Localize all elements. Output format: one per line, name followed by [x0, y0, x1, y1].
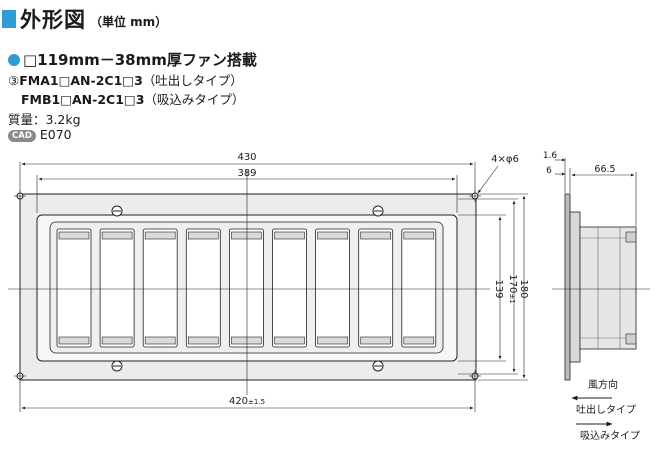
intake-type-label: 吸込みタイプ — [580, 430, 640, 442]
model-type-2: （吸込みタイプ） — [144, 92, 245, 107]
louver-slot — [56, 228, 92, 348]
louver-slot — [228, 228, 264, 348]
dim-1-6: 1.6 — [543, 151, 558, 161]
mount-hole-icon — [14, 370, 26, 382]
screw-icon — [111, 205, 123, 217]
fan-spec-text: □119mm－38mm厚ファン搭載 — [23, 51, 257, 69]
section-header: 外形図 （単位 mm） — [2, 6, 167, 32]
dim-170: 170±1 — [507, 274, 518, 303]
front-view: 430 389 420±1.5 4×φ6 139 170±1 180 — [8, 152, 529, 412]
dim-430: 430 — [237, 152, 256, 163]
fan-spec-heading: □119mm－38mm厚ファン搭載 — [8, 49, 257, 70]
airflow-legend: 風方向 吐出しタイプ 吸込みタイプ — [571, 378, 640, 442]
screw-icon — [111, 360, 123, 372]
side-view: 1.6 6 66.5 — [543, 151, 650, 381]
airflow-label: 風方向 — [588, 378, 618, 391]
unit-label: （単位 mm） — [90, 15, 168, 29]
louver-group — [56, 228, 437, 348]
side-fan-body — [579, 226, 637, 350]
bullet-dot-icon — [8, 53, 20, 66]
model-code-1: FMA1□AN-2C1□3 — [19, 73, 143, 88]
model-number: ③ — [8, 73, 20, 88]
louver-slot — [401, 228, 437, 348]
louver-slot — [272, 228, 307, 348]
holes-leader-line — [477, 165, 499, 194]
louver-slot — [99, 228, 135, 348]
exhaust-type-label: 吐出しタイプ — [576, 403, 636, 416]
model-code-2: FMB1□AN-2C1□3 — [21, 92, 145, 107]
side-mount-plate — [569, 211, 581, 363]
dim-180: 180 — [518, 279, 529, 298]
mount-hole-icon — [469, 370, 481, 382]
dim-389: 389 — [237, 168, 256, 179]
louver-slot — [185, 228, 221, 348]
header-square-icon — [2, 10, 16, 28]
dim-420: 420±1.5 — [229, 396, 265, 407]
model-line-2: FMB1□AN-2C1□3（吸込みタイプ） — [21, 89, 244, 108]
side-fan-tab — [625, 231, 637, 243]
louver-slot — [358, 228, 394, 348]
side-flange — [564, 193, 571, 381]
cad-code: E070 — [39, 127, 72, 142]
mass-text: 質量：3.2kg — [8, 112, 81, 127]
cad-badge-icon: CAD — [8, 130, 36, 142]
louver-slot — [315, 228, 351, 348]
dim-66-5: 66.5 — [594, 164, 615, 175]
page-title: 外形図 — [20, 8, 86, 32]
screw-icon — [372, 205, 384, 217]
screw-icon — [372, 360, 384, 372]
model-line-1: ③FMA1□AN-2C1□3（吐出しタイプ） — [8, 70, 243, 89]
dim-6: 6 — [546, 166, 552, 176]
louver-slot — [142, 228, 178, 348]
dim-holes: 4×φ6 — [491, 154, 519, 165]
dim-139: 139 — [493, 279, 504, 298]
side-fan-tab — [625, 333, 637, 345]
mount-hole-icon — [14, 190, 26, 202]
model-type-1: （吐出しタイプ） — [142, 73, 243, 88]
